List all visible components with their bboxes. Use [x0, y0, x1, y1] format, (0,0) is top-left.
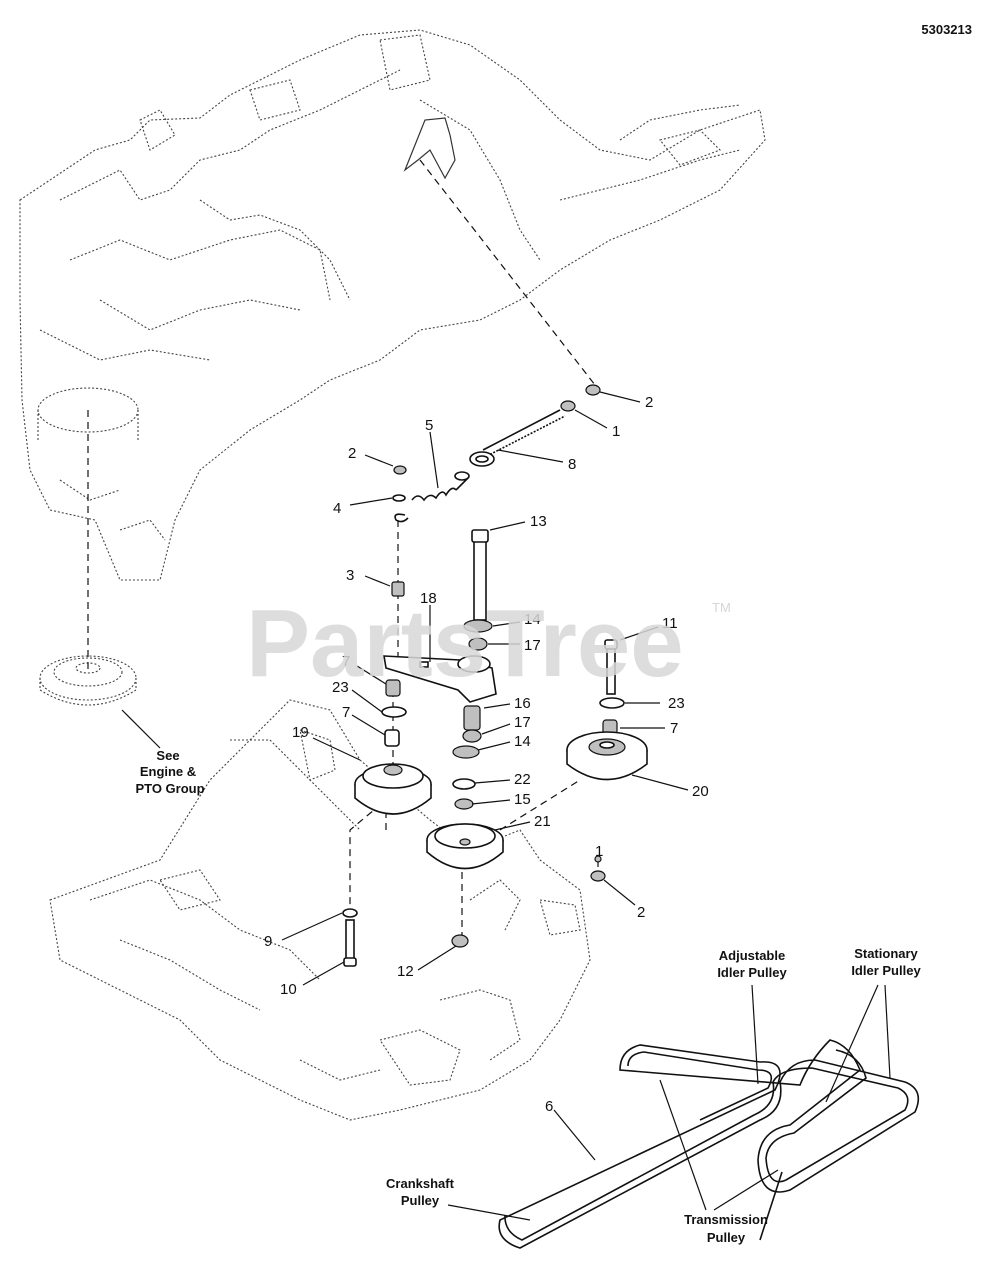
part-label: 12: [397, 963, 414, 980]
callout-line: See: [156, 748, 179, 763]
callout-line: Pulley: [707, 1230, 746, 1245]
pulley-20: [566, 731, 648, 781]
part-label: 22: [514, 771, 531, 788]
part-label: 9: [264, 933, 272, 950]
nut-12: [451, 934, 469, 948]
engine-pulley-reference: [39, 655, 137, 706]
part-label: 15: [514, 791, 531, 808]
washer-14-upper: [463, 619, 493, 633]
part-label: 17: [524, 637, 541, 654]
callout-see-engine: See Engine & PTO Group: [135, 748, 204, 796]
callout-stationary-idler: Stationary Idler Pulley: [851, 946, 921, 978]
callout-line: Idler Pulley: [717, 965, 787, 980]
watermark-text: PartsTree: [246, 590, 684, 697]
part-label: 2: [637, 904, 645, 921]
drive-belt-6: [498, 1039, 920, 1249]
callout-transmission: Transmission Pulley: [684, 1212, 768, 1245]
spring-hook: [394, 513, 409, 523]
watermark-tm: TM: [712, 600, 731, 615]
spacer-16: [463, 705, 481, 731]
part-label: 2: [348, 445, 356, 462]
callout-line: Engine &: [140, 764, 196, 779]
part-label: 6: [545, 1098, 553, 1115]
nut-2-upper: [585, 384, 601, 396]
washer-14-lower: [452, 745, 480, 759]
part-label: 8: [568, 456, 576, 473]
part-label: 19: [292, 724, 309, 741]
part-label: 11: [662, 615, 678, 632]
part-label: 18: [420, 590, 437, 607]
callout-line: Pulley: [401, 1193, 440, 1208]
nut-2-left: [393, 465, 407, 475]
callout-line: PTO Group: [135, 781, 204, 796]
part-label: 10: [280, 981, 297, 998]
part-label: 14: [514, 733, 531, 750]
callout-line: Adjustable: [719, 948, 785, 963]
washer-22: [452, 778, 476, 790]
assembly-axes: [87, 159, 599, 935]
part-label: 7: [342, 704, 350, 721]
part-label: 5: [425, 417, 433, 434]
callout-line: Transmission: [684, 1212, 768, 1227]
spacer-7-upper-left: [385, 679, 401, 697]
callout-line: Stationary: [854, 946, 918, 961]
callout-adjustable-idler: Adjustable Idler Pulley: [717, 948, 787, 980]
part-label: 1: [595, 843, 603, 860]
part-label: 21: [534, 813, 551, 830]
nut-15: [454, 798, 474, 810]
part-label: 7: [342, 653, 350, 670]
part-label: 17: [514, 714, 531, 731]
bolt-13: [471, 529, 489, 621]
bolt-10: [343, 919, 357, 967]
lower-chassis-frame: [49, 699, 591, 1121]
pulley-19: [354, 763, 432, 815]
control-rod: [403, 117, 456, 180]
spring-5: [411, 471, 470, 502]
callout-line: Idler Pulley: [851, 963, 921, 978]
part-label: 23: [332, 679, 349, 696]
callout-line: Crankshaft: [386, 1176, 455, 1191]
part-number-labels: 2 1 5 2 8 4 13 3 18 14 11 17 7 23 16 23 …: [264, 394, 709, 1115]
part-label: 7: [670, 720, 678, 737]
part-label: 20: [692, 783, 709, 800]
part-label: 1: [612, 423, 620, 440]
part-label: 16: [514, 695, 531, 712]
bearing-17-lower: [462, 729, 482, 743]
part-label: 2: [645, 394, 653, 411]
part-label: 14: [524, 611, 541, 628]
washer-9: [342, 908, 358, 918]
washer-4: [392, 494, 406, 502]
nut-1-lower: [594, 855, 602, 863]
pulley-21: [426, 823, 504, 870]
part-label: 4: [333, 500, 341, 517]
washer-23-left: [381, 706, 407, 718]
callout-crankshaft: Crankshaft Pulley: [386, 1176, 455, 1208]
leader-lines: [121, 391, 891, 1221]
spacer-7-lower-left: [384, 729, 400, 747]
document-id: 5303213: [921, 22, 972, 37]
partstree-watermark: PartsTree TM: [246, 590, 731, 697]
bolt-11: [604, 639, 618, 695]
bearing-17-upper: [468, 637, 488, 651]
spacer-3: [391, 581, 405, 597]
part-label: 23: [668, 695, 685, 712]
part-label: 13: [530, 513, 547, 530]
idler-arm-18: [383, 655, 497, 703]
nut-2-lower: [590, 870, 606, 882]
tension-rod-eyebolt-8: [469, 409, 566, 467]
part-label: 3: [346, 567, 354, 584]
upper-chassis-frame: [19, 29, 766, 581]
washer-23-right: [599, 697, 625, 709]
nut-1: [560, 400, 576, 412]
